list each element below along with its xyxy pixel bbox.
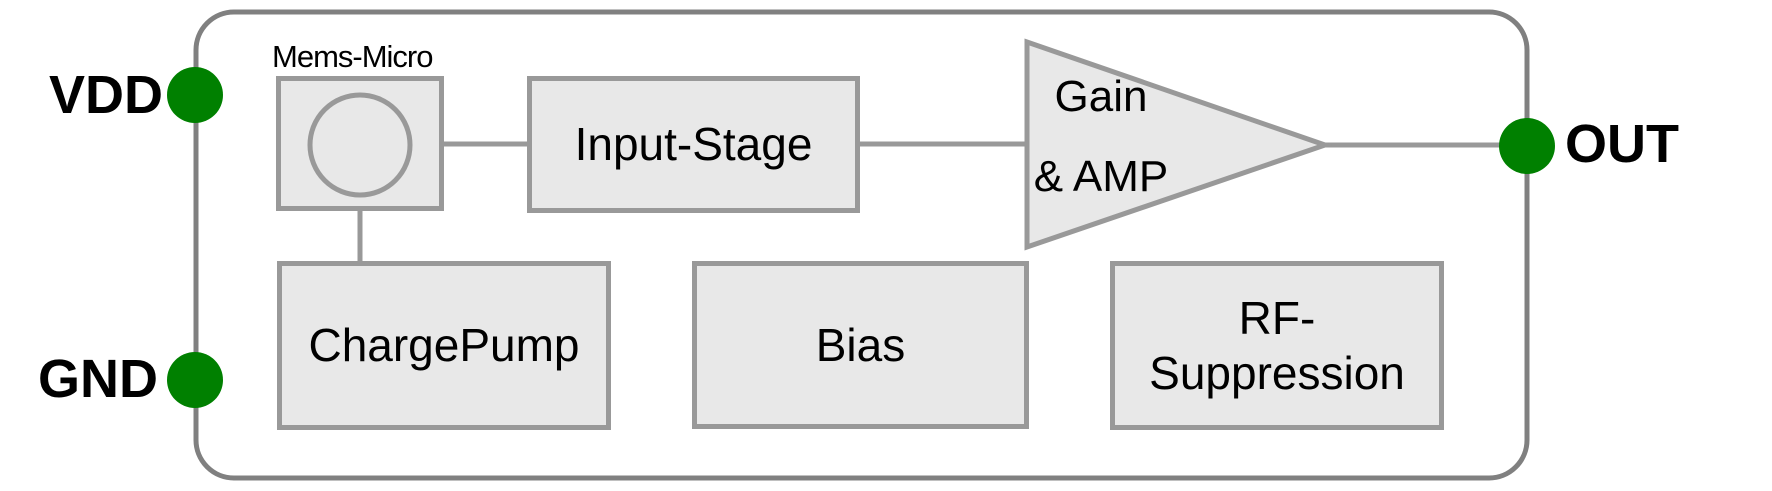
amplifier-line2: & AMP xyxy=(1033,152,1169,201)
gnd-pin-label: GND xyxy=(38,349,158,409)
amplifier-line1: Gain xyxy=(1054,72,1148,121)
bias-block: Bias xyxy=(692,261,1029,429)
rf-suppression-line2: Suppression xyxy=(1149,346,1405,399)
rf-suppression-label: RF- Suppression xyxy=(1149,291,1405,400)
rf-suppression-line1: RF- xyxy=(1238,292,1316,345)
input-stage-block: Input-Stage xyxy=(527,76,860,213)
vdd-pin-dot xyxy=(167,67,223,123)
out-pin-dot xyxy=(1499,118,1555,174)
amplifier-label: Gain & AMP xyxy=(1027,57,1175,217)
input-stage-label: Input-Stage xyxy=(574,118,813,171)
charge-pump-label: ChargePump xyxy=(308,319,580,372)
charge-pump-block: ChargePump xyxy=(277,261,611,430)
mems-micro-block xyxy=(276,76,444,211)
out-pin-label: OUT xyxy=(1565,114,1679,174)
mems-micro-title: Mems-Micro xyxy=(272,39,433,74)
rf-suppression-block: RF- Suppression xyxy=(1110,261,1444,430)
bias-label: Bias xyxy=(815,318,906,371)
vdd-pin-label: VDD xyxy=(48,65,163,125)
gnd-pin-dot xyxy=(167,352,223,408)
